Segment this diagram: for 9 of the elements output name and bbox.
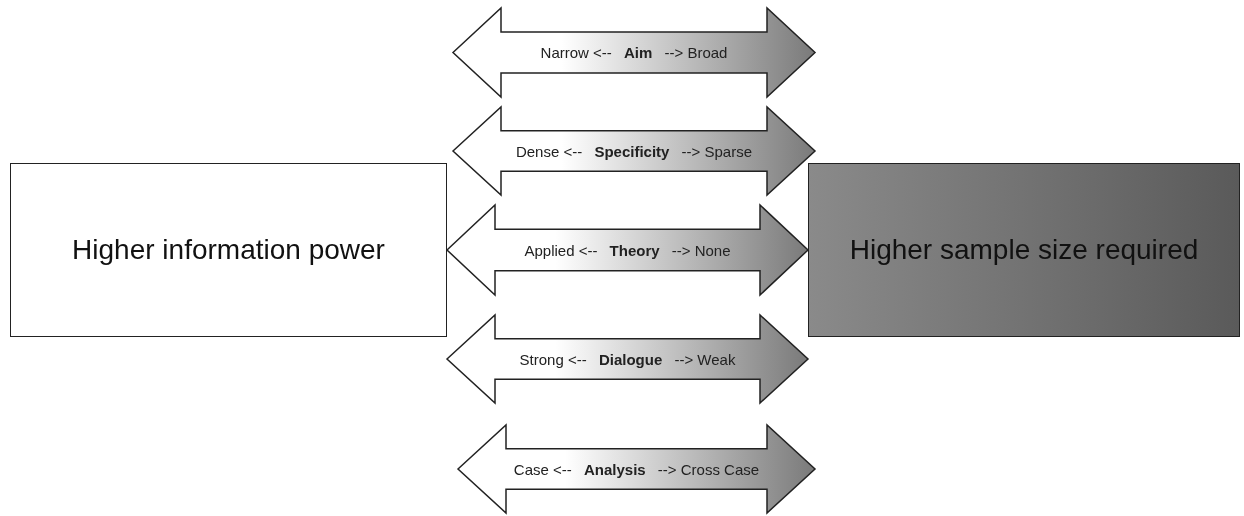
arrow-label: Case <-- Analysis --> Cross Case [513,460,760,478]
arrow-label: Strong <-- Dialogue --> Weak [519,350,736,368]
text-box [808,163,1240,337]
arrow-label: Narrow <-- Aim --> Broad [540,44,728,61]
text-box [10,163,447,337]
arrow-label: Applied <-- Theory --> None [524,241,731,259]
arrow-label: Dense <-- Specificity --> Sparse [515,142,753,160]
box-label: Higher information power [72,234,385,266]
box-label: Higher sample size required [849,234,1199,266]
